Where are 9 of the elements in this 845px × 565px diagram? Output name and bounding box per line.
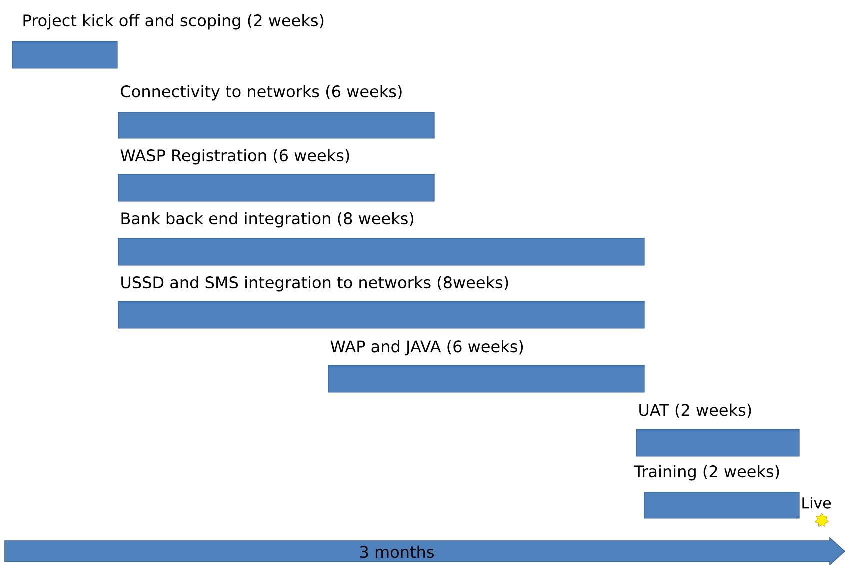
task-label: WASP Registration (6 weeks) [120, 149, 350, 165]
task-label: UAT (2 weeks) [640, 404, 752, 418]
task-label: Project kick off and scoping (2 weeks) [24, 14, 324, 30]
task-label: WAP and JAVA (6 weeks) [330, 340, 524, 356]
task-label: Bank back end integration (8 weeks) [122, 212, 414, 228]
task-label: Connectivity to networks (6 weeks) [121, 85, 402, 101]
milestone-label: Live [802, 497, 832, 509]
task-label: Training (2 weeks) [634, 465, 780, 481]
task-label: USSD and SMS integration to networks (8weeks) [122, 276, 508, 292]
